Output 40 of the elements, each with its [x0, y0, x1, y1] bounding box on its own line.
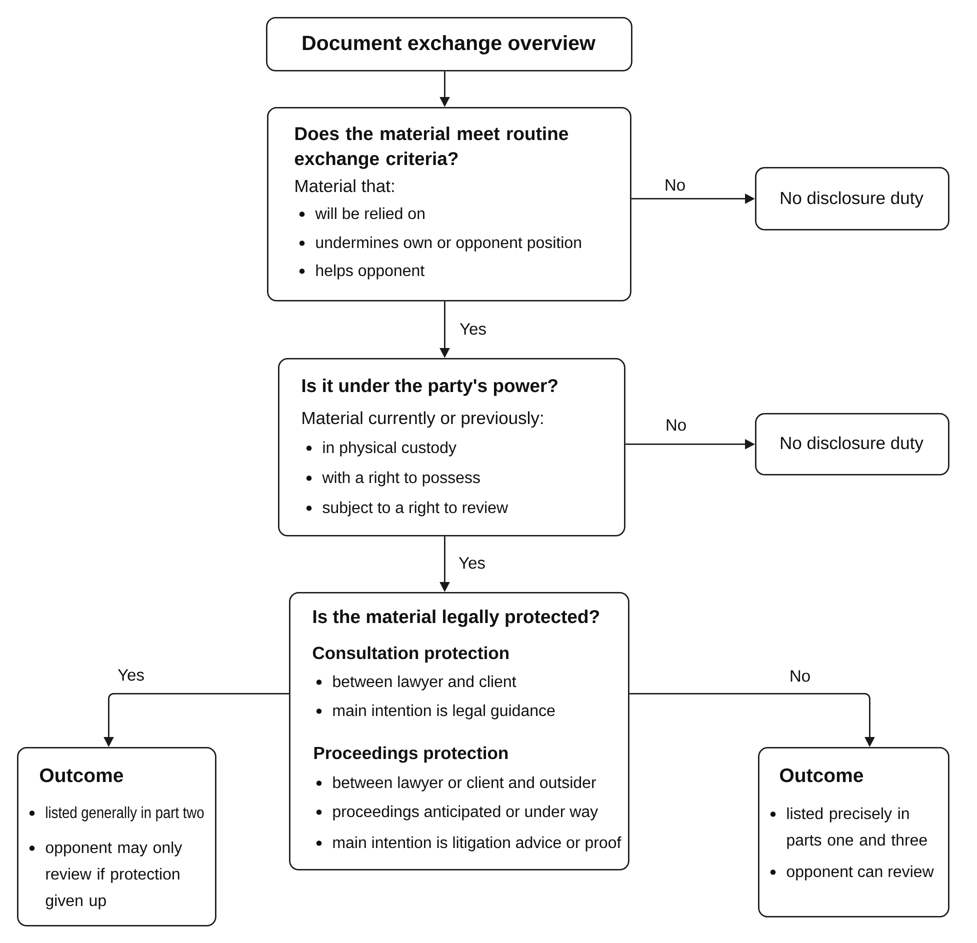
decision-box: [289, 592, 630, 870]
question-text: Is it under the party's power?: [302, 378, 558, 396]
heading: Outcome: [780, 768, 864, 782]
list-item: main intention is legal guidance: [333, 704, 555, 720]
title-box: [266, 17, 632, 72]
result-box: [755, 413, 950, 476]
list-item: listed generally in part two: [46, 806, 204, 822]
result-box: [755, 167, 950, 230]
list-item: helps opponent: [316, 264, 424, 280]
result-text: No disclosure duty: [780, 191, 924, 208]
list-item: opponent may only review if protection given up: [46, 841, 182, 910]
list-item: subject to a right to review: [322, 501, 508, 516]
heading: Outcome: [40, 768, 124, 782]
edge-label: No: [666, 179, 685, 191]
list-item: between lawyer and client: [333, 675, 516, 690]
subheading: Proceedings protection: [314, 746, 508, 763]
edge-label: No: [666, 419, 686, 431]
intro-text: Material that:: [296, 179, 394, 192]
list-item: main intention is litigation advice or proof: [333, 836, 622, 852]
list-item: proceedings anticipated or under way: [333, 805, 598, 820]
title: Document exchange overview: [302, 35, 596, 54]
outcome-box: [758, 747, 950, 918]
list-item: will be relied on: [315, 207, 424, 220]
decision-box: [267, 107, 632, 302]
question-text: Does the material meet routine exchange criteria?: [294, 126, 568, 169]
subheading: Consultation protection: [312, 646, 508, 663]
list-item: between lawyer or client and outsider: [333, 776, 596, 792]
decision-box: [278, 358, 626, 536]
question-text: Is the material legally protected?: [313, 610, 599, 627]
list-item: opponent can review: [786, 865, 934, 880]
list-item: in physical custody: [323, 441, 456, 456]
list-item: undermines own or opponent position: [316, 236, 581, 252]
list-item: with a right to possess: [322, 471, 480, 486]
intro-text: Material currently or previously:: [302, 411, 543, 428]
result-text: No disclosure duty: [780, 436, 924, 453]
edge-label: Yes: [458, 557, 485, 569]
edge-label: Yes: [460, 323, 486, 335]
outcome-box: [17, 747, 216, 926]
edge-label: No: [790, 670, 810, 682]
edge-label: Yes: [118, 669, 144, 681]
